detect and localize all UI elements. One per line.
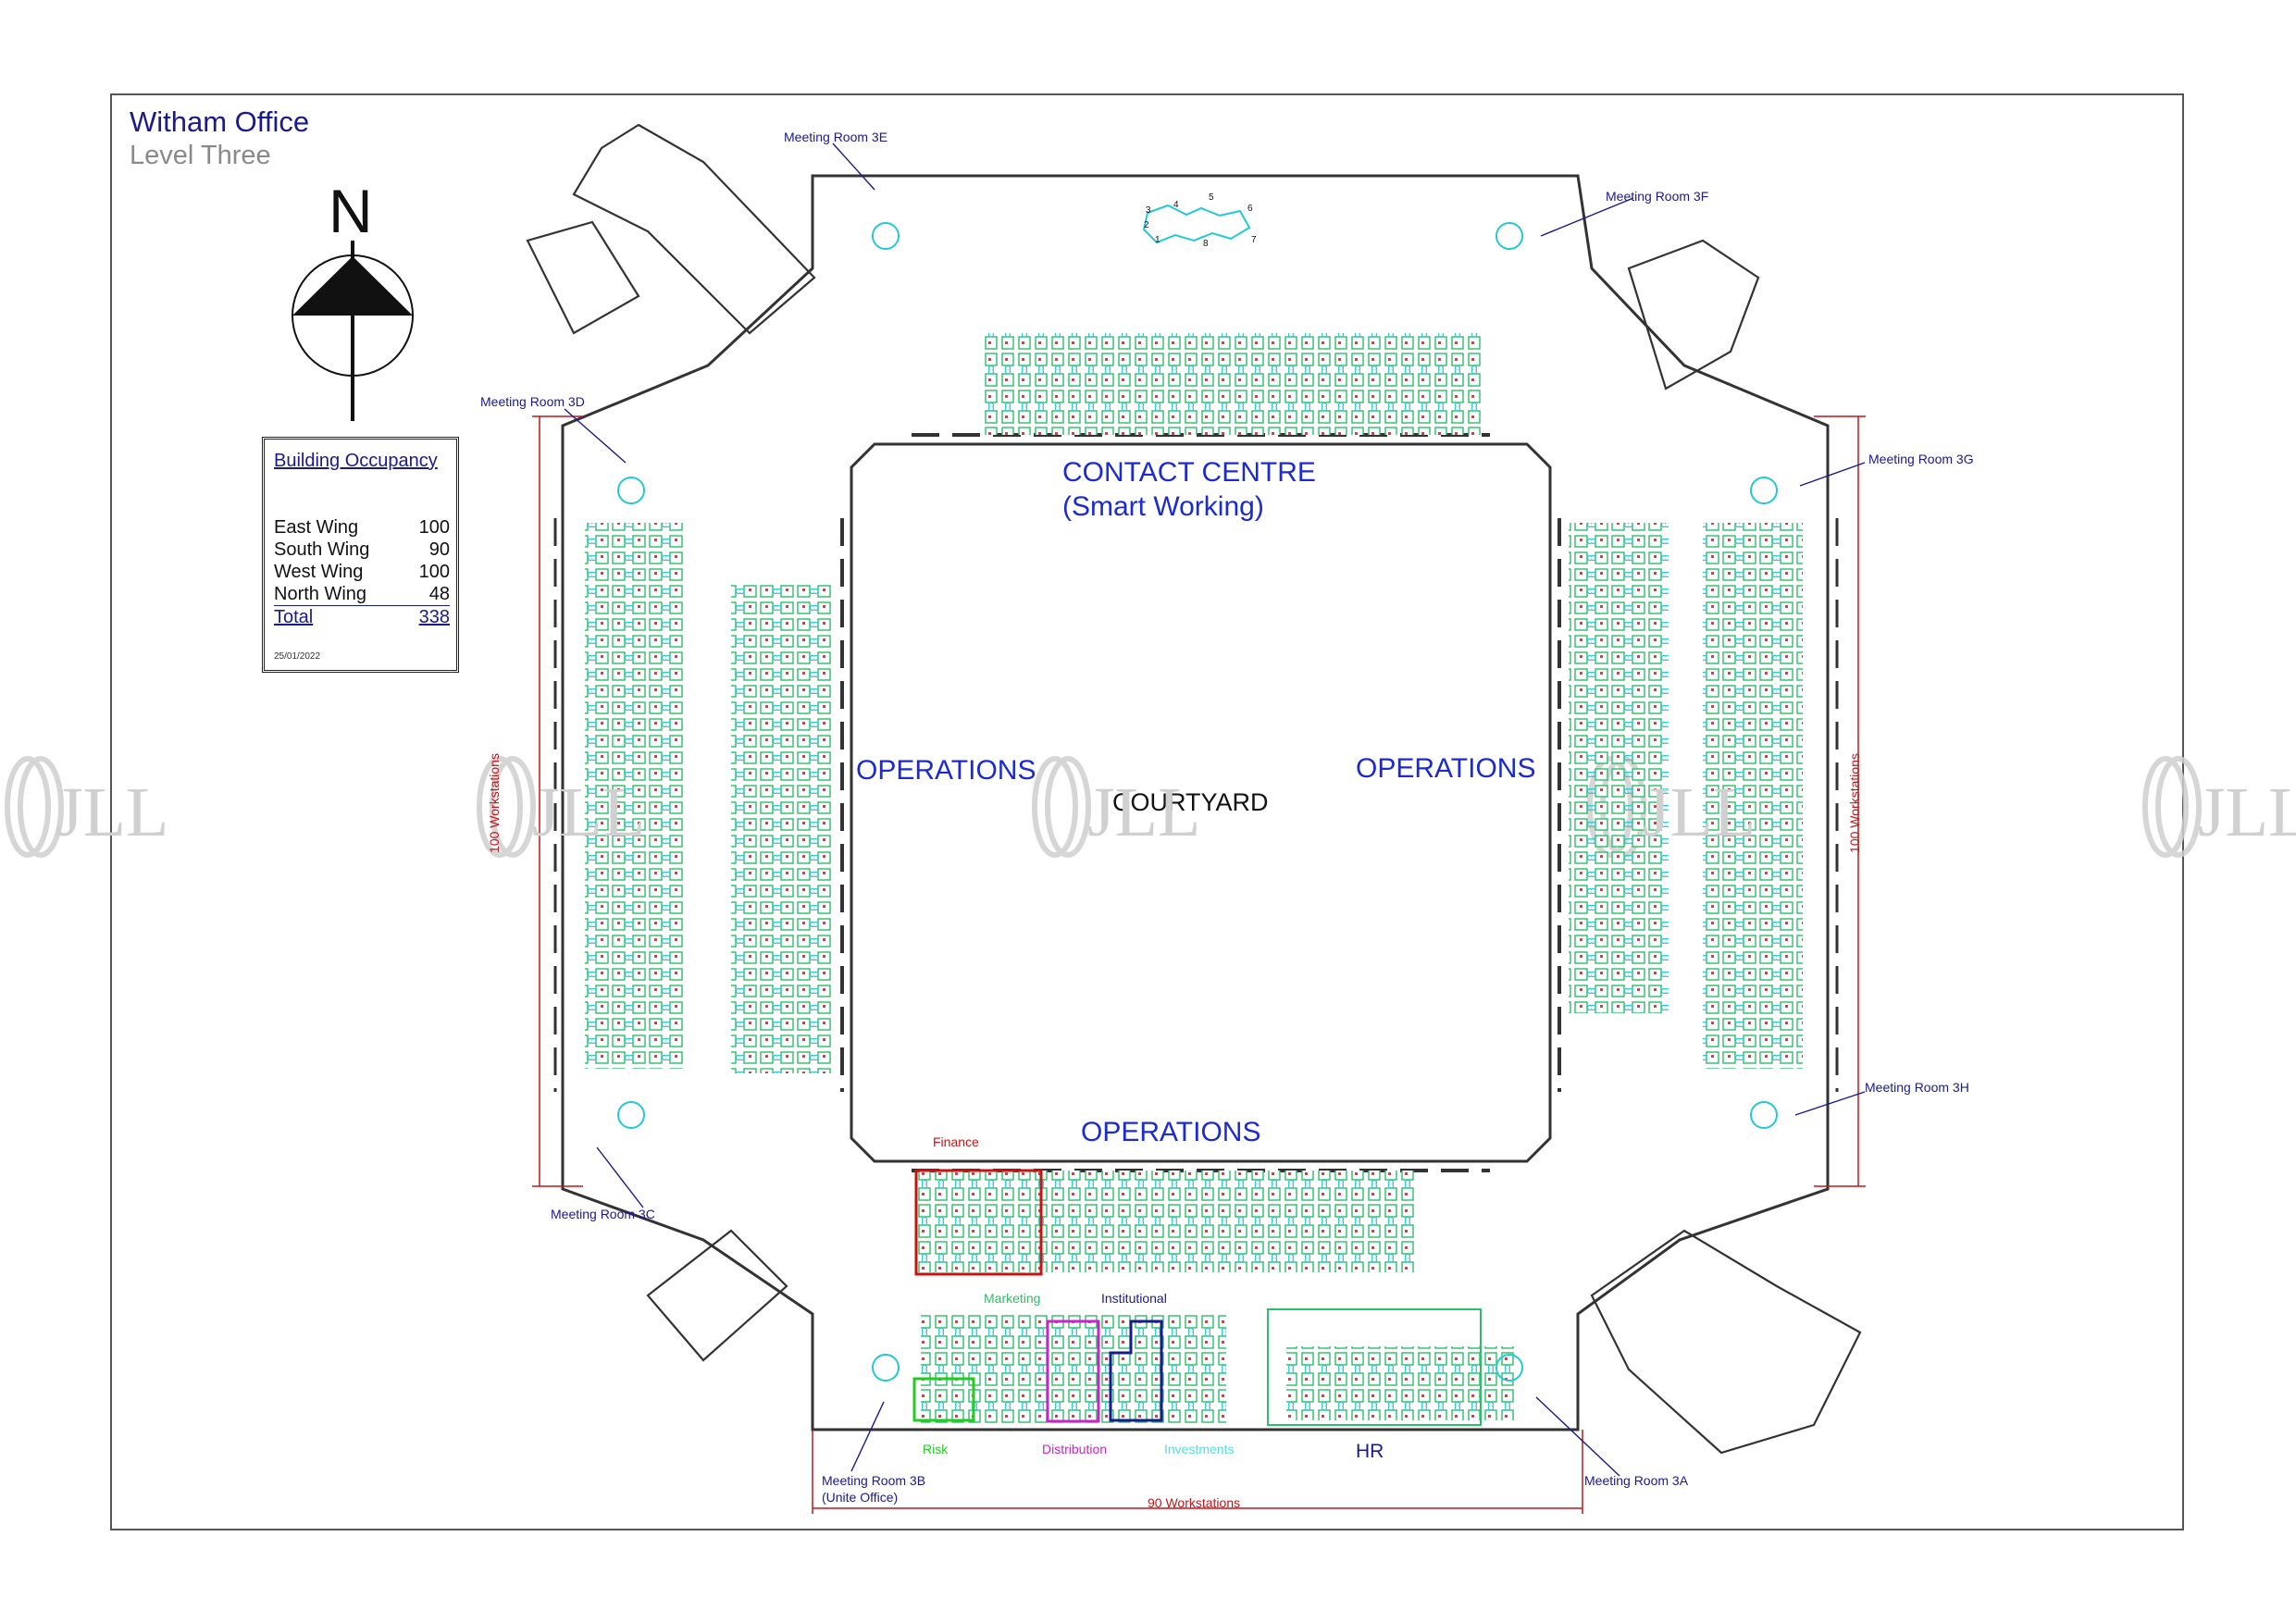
dept-institutional: Institutional xyxy=(1101,1291,1167,1306)
room-label-3b: Meeting Room 3B xyxy=(822,1473,926,1488)
dimension-south: 90 Workstations xyxy=(1148,1495,1241,1510)
occupancy-total-value: 338 xyxy=(418,607,450,627)
workstations-south xyxy=(916,1171,1518,1425)
zone-contact-centre: CONTACT CENTRE xyxy=(1062,457,1316,488)
zone-operations-west: OPERATIONS xyxy=(856,755,1036,786)
occupancy-row-value: 100 xyxy=(418,517,450,538)
occupancy-row: South Wing 90 xyxy=(274,539,450,561)
room-label-3e: Meeting Room 3E xyxy=(784,130,888,144)
room-label-3g: Meeting Room 3G xyxy=(1868,452,1974,466)
occupancy-row-label: South Wing xyxy=(274,539,370,560)
north-meeting-table xyxy=(1142,204,1251,244)
occupancy-date: 25/01/2022 xyxy=(274,651,321,662)
watermark-text: JLL xyxy=(532,774,646,851)
zone-operations-east: OPERATIONS xyxy=(1356,753,1536,784)
occupancy-row-label: North Wing xyxy=(274,584,367,604)
drawing-title: Witham Office xyxy=(130,105,310,138)
building-walls xyxy=(526,123,1862,1455)
occupancy-total-label: Total xyxy=(274,607,314,627)
room-label-3a: Meeting Room 3A xyxy=(1584,1473,1689,1488)
dept-marketing: Marketing xyxy=(984,1291,1041,1306)
table-seat-number: 1 xyxy=(1155,235,1160,245)
dimension-east: 100 Workstations xyxy=(1846,753,1862,853)
occupancy-row-value: 90 xyxy=(428,539,450,560)
room-label-3b-subtitle: (Unite Office) xyxy=(822,1490,899,1505)
watermark-text: JLL xyxy=(1087,774,1201,851)
workstations-east xyxy=(1569,523,1803,1069)
table-seat-number: 5 xyxy=(1209,192,1214,203)
drawing-subtitle: Level Three xyxy=(130,141,271,170)
dept-risk: Risk xyxy=(923,1442,949,1456)
dimension-lines xyxy=(532,415,1866,1514)
watermark-text: JLL xyxy=(56,774,169,851)
table-seat-number: 2 xyxy=(1144,220,1149,230)
dept-investments: Investments xyxy=(1164,1442,1235,1456)
zone-smart-working: (Smart Working) xyxy=(1062,491,1264,522)
occupancy-total: Total 338 xyxy=(274,607,450,628)
workstations-north xyxy=(981,333,1481,435)
occupancy-row-label: West Wing xyxy=(274,562,364,582)
room-label-3h: Meeting Room 3H xyxy=(1865,1080,1969,1095)
occupancy-heading: Building Occupancy xyxy=(274,451,438,471)
department-outlines xyxy=(912,1169,1482,1426)
north-arrow xyxy=(292,241,414,421)
occupancy-row-value: 48 xyxy=(428,584,450,604)
workstations-west xyxy=(585,523,831,1073)
table-seat-number: 7 xyxy=(1251,235,1257,245)
dept-hr: HR xyxy=(1356,1441,1384,1462)
occupancy-row: West Wing 100 xyxy=(274,562,450,583)
watermark-text: JLL xyxy=(2198,774,2296,851)
occupancy-table: Building Occupancy East Wing 100 South W… xyxy=(262,437,459,673)
north-label: N xyxy=(329,177,373,245)
watermark-text: JLL xyxy=(1643,774,1756,851)
dimension-west: 100 Workstations xyxy=(486,753,502,853)
dept-finance: Finance xyxy=(933,1134,979,1149)
zone-courtyard: COURTYARD xyxy=(1112,788,1269,816)
dept-distribution: Distribution xyxy=(1042,1442,1108,1456)
table-seat-number: 6 xyxy=(1247,204,1253,214)
occupancy-row: North Wing 48 xyxy=(274,584,450,606)
room-label-3d: Meeting Room 3D xyxy=(480,394,585,409)
table-seat-number: 4 xyxy=(1173,200,1179,210)
table-seat-number: 3 xyxy=(1146,205,1151,216)
occupancy-row-label: East Wing xyxy=(274,517,359,538)
leader-lines xyxy=(564,142,1866,1477)
occupancy-row: East Wing 100 xyxy=(274,517,450,539)
table-seat-number: 8 xyxy=(1203,239,1209,249)
room-label-3f: Meeting Room 3F xyxy=(1606,189,1709,204)
occupancy-row-value: 100 xyxy=(418,562,450,582)
meeting-tables xyxy=(617,222,1778,1381)
zone-operations-south: OPERATIONS xyxy=(1081,1117,1261,1147)
room-label-3c: Meeting Room 3C xyxy=(551,1207,655,1221)
table-number-group: 12 3 4 5 6 7 8 xyxy=(1144,192,1257,249)
